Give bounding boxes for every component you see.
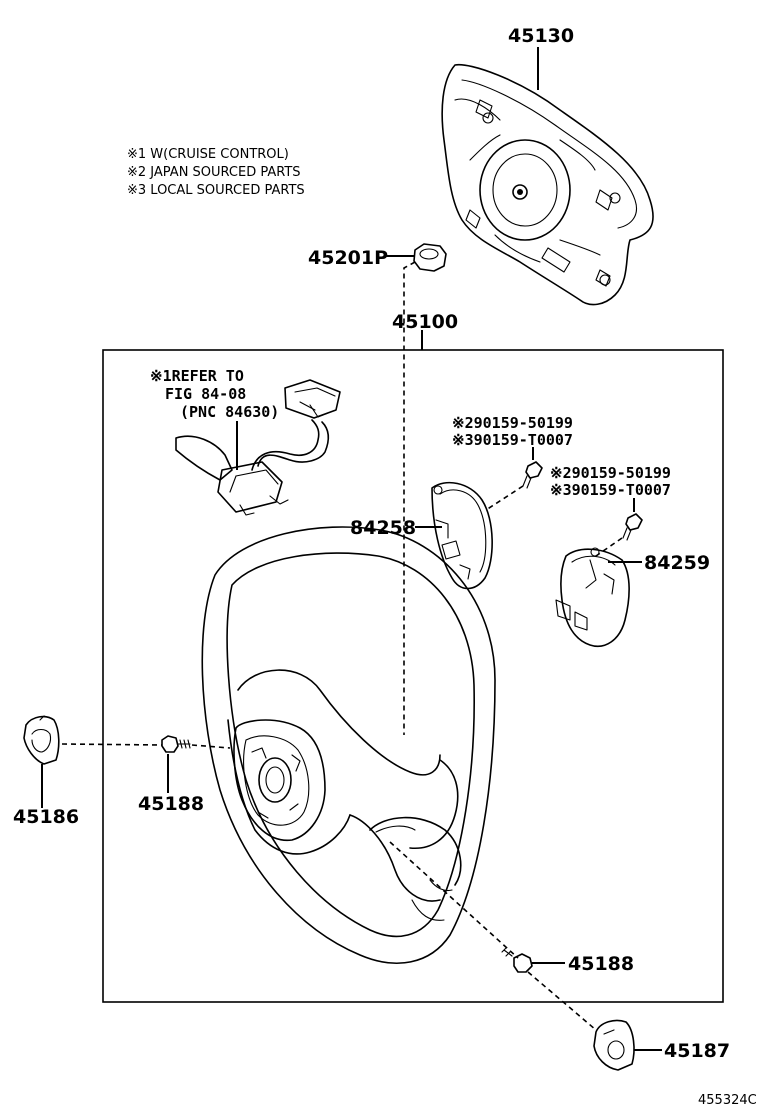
label-84258[interactable]: 84258 xyxy=(350,517,416,539)
cruise-ref-line3: (PNC 84630) xyxy=(180,403,279,421)
dash-wheel-to-lower-screw xyxy=(389,841,519,959)
note-japan-sourced: ※2 JAPAN SOURCED PARTS xyxy=(127,165,301,180)
steering-wheel-drawing[interactable] xyxy=(201,526,496,964)
cruise-control-switch-drawing[interactable] xyxy=(175,379,341,516)
nut-45201p-drawing[interactable] xyxy=(413,243,447,272)
label-45187[interactable]: 45187 xyxy=(664,1040,730,1062)
note-cruise-control: ※1 W(CRUISE CONTROL) xyxy=(127,147,289,162)
dash-45188-left xyxy=(191,744,231,749)
cruise-ref-line2: FIG 84-08 xyxy=(165,385,246,403)
cover-45186-drawing[interactable] xyxy=(23,715,60,765)
label-45188-left[interactable]: 45188 xyxy=(138,793,204,815)
dash-45186 xyxy=(61,743,163,746)
figure-id: 455324C xyxy=(698,1093,757,1108)
label-45130[interactable]: 45130 xyxy=(508,25,574,47)
label-45188-lower[interactable]: 45188 xyxy=(568,953,634,975)
screw-b-part-local: ※390159-T0007 xyxy=(550,481,671,499)
label-45186[interactable]: 45186 xyxy=(13,806,79,828)
switch-84258-drawing[interactable] xyxy=(431,481,493,590)
cruise-ref-line1: ※1REFER TO xyxy=(150,367,244,385)
assembly-frame-45100 xyxy=(102,349,724,1003)
screw-a-part-japan: ※290159-50199 xyxy=(452,414,573,432)
note-local-sourced: ※3 LOCAL SOURCED PARTS xyxy=(127,183,305,198)
screw-a-drawing[interactable] xyxy=(522,461,543,489)
label-84259[interactable]: 84259 xyxy=(644,552,710,574)
horn-pad-45130-drawing[interactable] xyxy=(441,63,654,306)
dash-nut-to-wheel xyxy=(403,261,416,735)
switch-84259-drawing[interactable] xyxy=(555,547,630,647)
screw-b-drawing[interactable] xyxy=(622,513,643,541)
screw-a-part-local: ※390159-T0007 xyxy=(452,431,573,449)
screw-45188-left-drawing[interactable] xyxy=(161,735,191,753)
screw-b-part-japan: ※290159-50199 xyxy=(550,464,671,482)
dash-screw-a xyxy=(485,485,524,511)
screw-45188-lower-drawing[interactable] xyxy=(501,947,533,973)
cover-45187-drawing[interactable] xyxy=(593,1019,635,1071)
label-45100[interactable]: 45100 xyxy=(392,311,458,333)
label-45201p[interactable]: 45201P xyxy=(308,247,388,269)
dash-lower-screw-to-45187 xyxy=(527,971,597,1031)
